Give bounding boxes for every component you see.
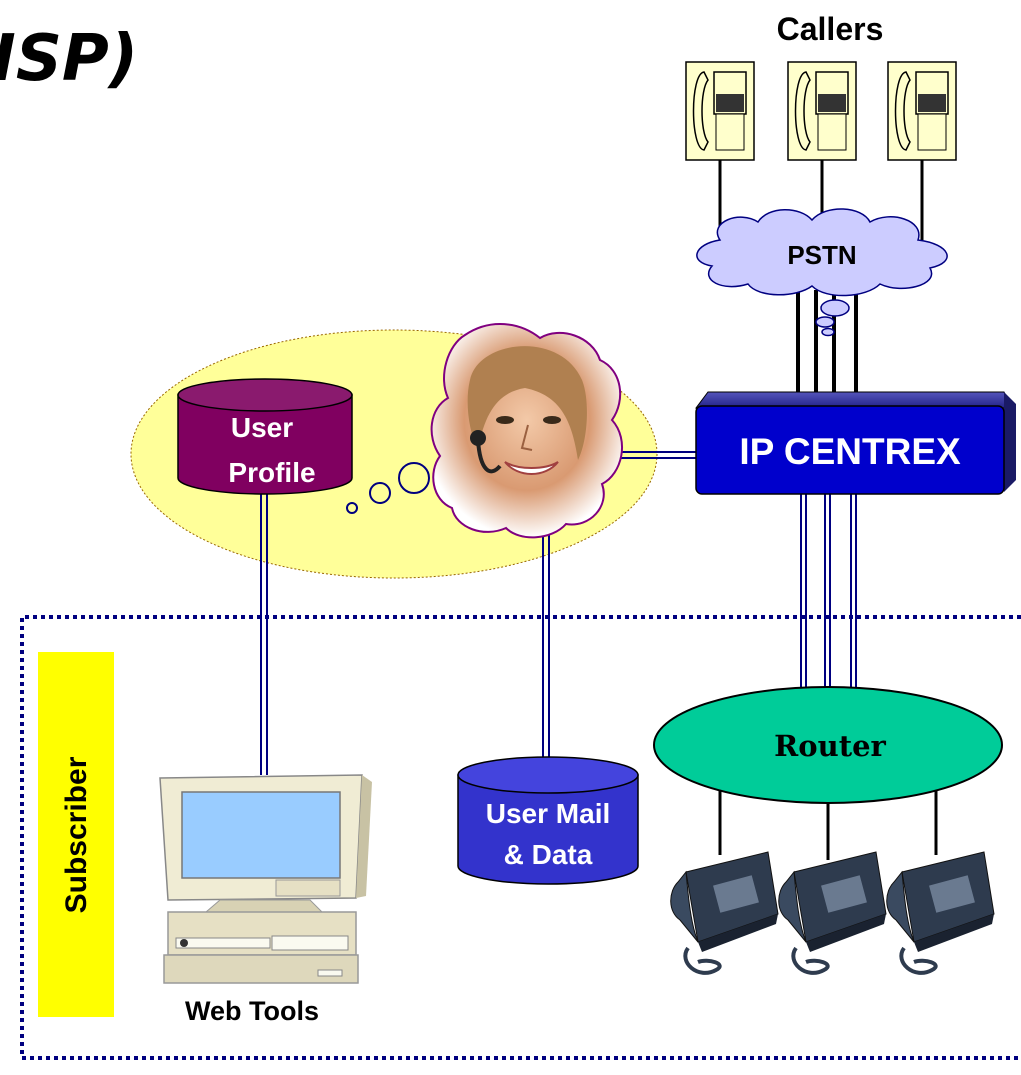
caller-phone-3 (887, 61, 957, 161)
profile-webtools-link (260, 494, 268, 775)
desk-phone-1 (670, 851, 779, 975)
desk-phone-3 (886, 851, 995, 975)
web-tools-computer: Web Tools (159, 774, 372, 1026)
subscriber-boundary (20, 615, 1021, 1060)
ip-centrex-switch: IP CENTREX (695, 391, 1016, 495)
desk-phone-2 (778, 851, 887, 975)
subscriber-bar (38, 652, 114, 1017)
user-profile-database: User Profile (177, 378, 353, 495)
caller-phone-2 (787, 61, 857, 161)
user-mail-label-line1: User Mail (486, 798, 611, 829)
caller-phone-1 (685, 61, 755, 161)
user-mail-label-line2: & Data (504, 839, 593, 870)
router: Router (653, 686, 1003, 804)
operator-centrex-link (612, 451, 698, 459)
slide-title: ISP) (0, 22, 138, 96)
callers-label: Callers (777, 11, 884, 47)
operator-avatar (430, 323, 624, 539)
pstn-label: PSTN (787, 240, 856, 270)
web-tools-label: Web Tools (185, 996, 319, 1026)
user-profile-label-line1: User (231, 412, 293, 443)
user-mail-database: User Mail & Data (457, 756, 639, 885)
user-profile-label-line2: Profile (228, 457, 315, 488)
pstn-cloud: PSTN (696, 208, 948, 337)
subscriber-label: Subscriber (60, 756, 93, 913)
operator-mail-link (542, 530, 550, 768)
thought-bubbles (346, 462, 430, 514)
ip-centrex-label: IP CENTREX (739, 431, 961, 472)
router-label: Router (774, 729, 886, 763)
centrex-router-links (800, 492, 857, 690)
